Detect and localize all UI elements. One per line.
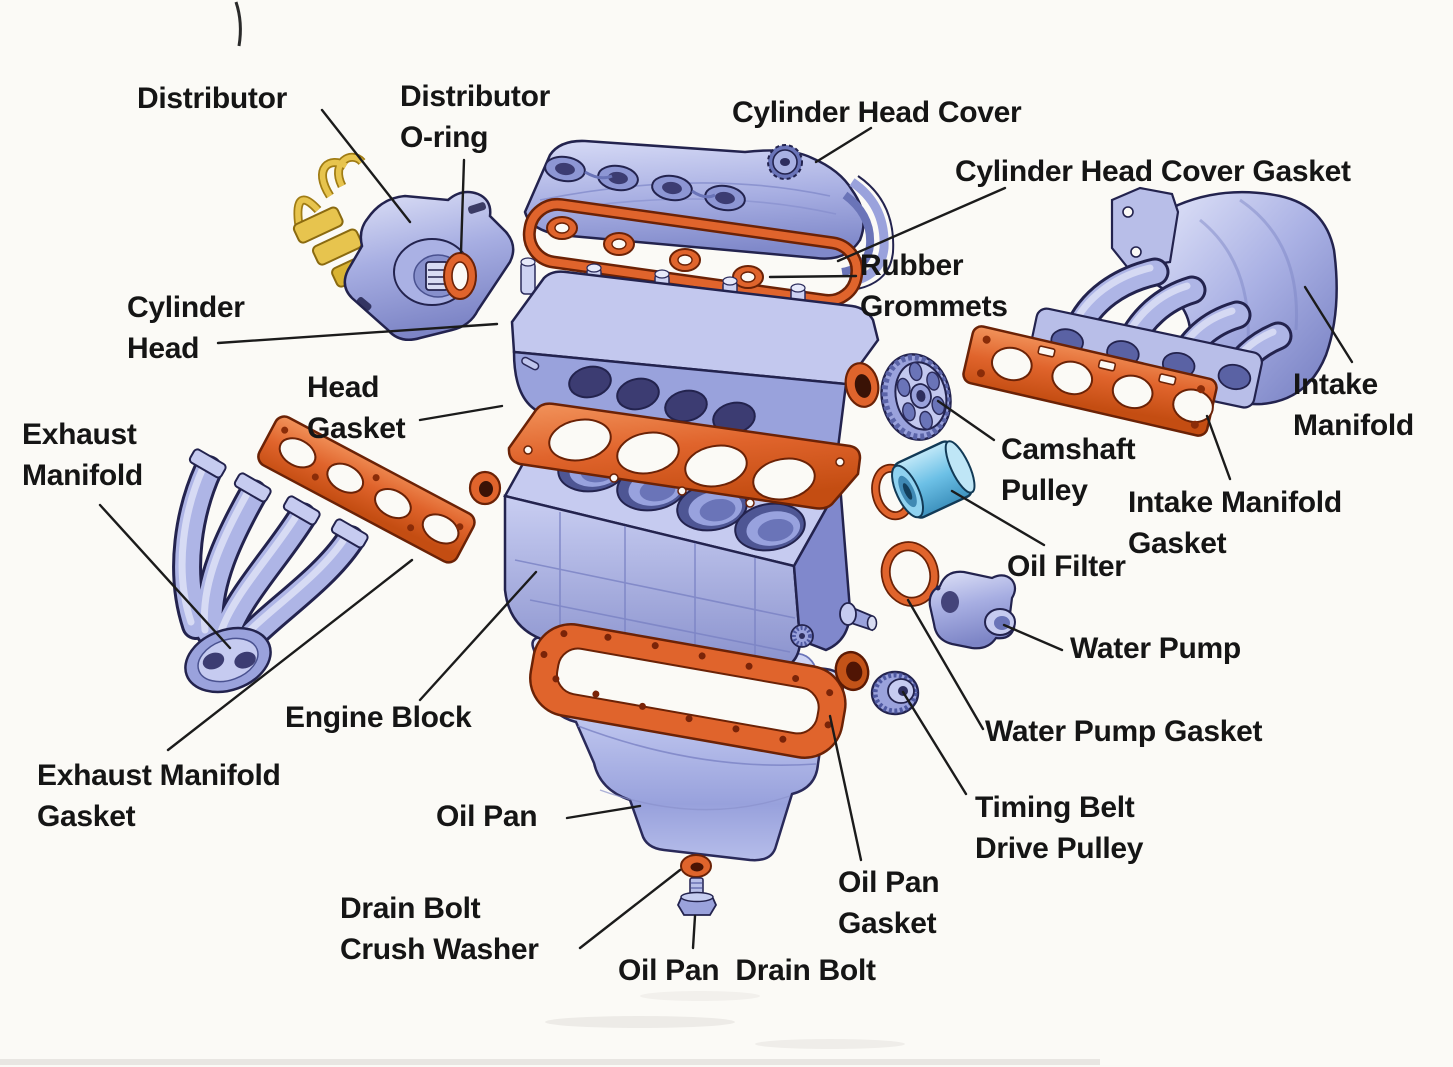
oil-pan-gasket-part [529, 623, 847, 759]
cylinder-head-part [510, 257, 880, 458]
camshaft-seal [844, 362, 880, 408]
camshaft-pulley-part [880, 353, 952, 441]
label-water-pump-gasket: Water Pump Gasket [985, 715, 1263, 748]
timing-belt-drive-pulley-part [870, 670, 920, 716]
leader-drain-bolt-crush-washer [578, 868, 682, 950]
label-head-gasket: Head Gasket [307, 371, 406, 445]
label-camshaft-pulley: Camshaft Pulley [1001, 433, 1136, 507]
leader-oil-pan-drain-bolt [691, 914, 697, 950]
paper-artifacts [0, 1, 1100, 1065]
label-distributor: Distributor [137, 82, 288, 115]
label-rubber-grommets: Rubber Grommets [860, 249, 1008, 323]
exhaust-flange-tabs [188, 448, 369, 549]
exhaust-manifold-part [172, 448, 369, 694]
leader-oil-pan [565, 804, 642, 820]
leader-engine-block [418, 570, 538, 702]
leader-cylinder-head-cover-gasket [836, 186, 1007, 263]
label-drain-bolt-crush-washer: Drain Bolt Crush Washer [340, 892, 539, 966]
label-oil-pan: Oil Pan [436, 800, 538, 833]
water-pump-gasket-part [880, 541, 940, 607]
spark-plug-ports [544, 155, 746, 212]
crankshaft-stub [839, 602, 878, 632]
distributor-part [292, 152, 515, 341]
label-distributor-o-ring: Distributor O-ring [400, 80, 551, 154]
label-water-pump: Water Pump [1070, 632, 1241, 665]
head-ports [568, 365, 756, 435]
leader-oil-pan-gasket [828, 714, 863, 862]
exhaust-manifold-gasket-part [257, 415, 476, 564]
oil-filter-part [891, 440, 976, 519]
oil-pan-drain-bolt-part [676, 877, 718, 916]
label-exhaust-manifold: Exhaust Manifold [22, 418, 143, 492]
label-cylinder-head-cover: Cylinder Head Cover [732, 96, 1022, 129]
leader-lines [98, 108, 1354, 950]
label-engine-block: Engine Block [285, 701, 472, 734]
drain-bolt-crush-washer-part [680, 854, 712, 878]
leader-timing-belt-drive-pulley [901, 690, 968, 796]
label-exhaust-manifold-gasket: Exhaust Manifold Gasket [37, 759, 281, 833]
label-intake-manifold: Intake Manifold [1293, 368, 1414, 442]
leader-intake-manifold [1303, 285, 1354, 364]
label-oil-filter: Oil Filter [1007, 550, 1126, 583]
leader-camshaft-pulley [936, 399, 996, 442]
timing-seal-part [834, 650, 870, 692]
leader-head-gasket [418, 404, 504, 422]
leader-distributor-o-ring [459, 158, 466, 254]
leader-exhaust-manifold-gasket [166, 558, 414, 752]
water-pump-part [928, 570, 1017, 650]
label-timing-belt-drive-pulley: Timing Belt Drive Pulley [975, 791, 1144, 865]
leader-exhaust-manifold [98, 503, 232, 650]
leader-intake-manifold-gasket [1205, 414, 1232, 481]
leader-distributor [320, 108, 412, 224]
label-intake-manifold-gasket: Intake Manifold Gasket [1128, 486, 1342, 560]
exhaust-collector [184, 626, 272, 694]
label-cylinder-head-cover-gasket: Cylinder Head Cover Gasket [955, 155, 1351, 188]
leader-water-pump [1002, 623, 1064, 652]
rubber-grommets-part [546, 216, 764, 289]
label-oil-pan-drain-bolt: Oil Pan Drain Bolt [618, 954, 876, 987]
leader-oil-filter [950, 489, 1046, 547]
front-crank-seal [468, 470, 502, 506]
leader-rubber-grommets [768, 274, 858, 279]
distributor-o-ring-part [443, 252, 477, 300]
crank-gear [790, 624, 814, 648]
leader-water-pump-gasket [906, 598, 985, 731]
leader-cylinder-head-cover [814, 126, 873, 164]
leader-cylinder-head [216, 322, 499, 345]
head-gasket-part [507, 402, 862, 510]
oil-filler-cap [767, 144, 803, 180]
label-oil-pan-gasket: Oil Pan Gasket [838, 866, 940, 940]
intake-manifold-gasket-part [962, 325, 1218, 437]
label-cylinder-head: Cylinder Head [127, 291, 245, 365]
